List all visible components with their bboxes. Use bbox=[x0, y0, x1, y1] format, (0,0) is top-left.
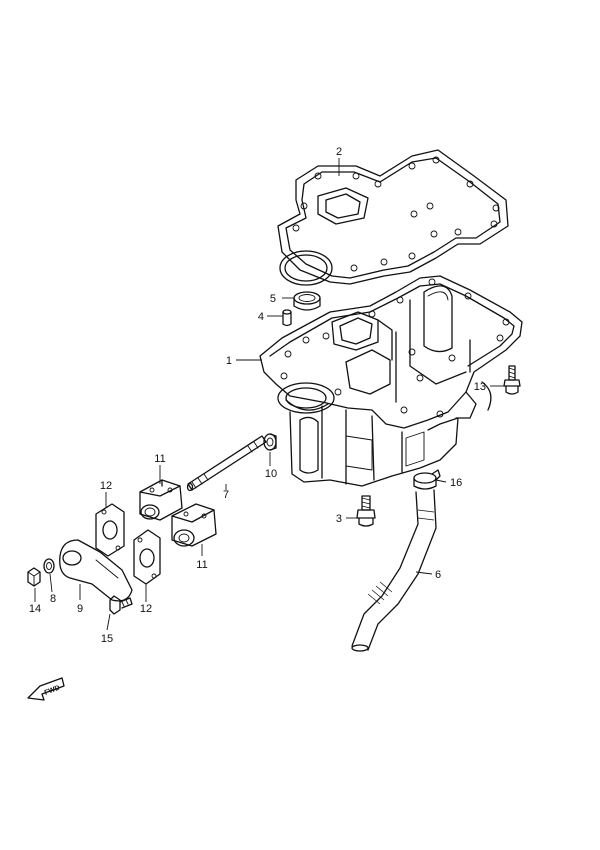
callout-4: 4 bbox=[258, 311, 264, 323]
gasket-plate-upper-part bbox=[95, 503, 125, 557]
callout-13: 15 bbox=[101, 633, 113, 645]
gasket-part bbox=[277, 149, 509, 286]
seal-ring-part bbox=[293, 291, 321, 311]
bolt-13-part bbox=[109, 595, 133, 615]
long-stud-part bbox=[186, 435, 267, 492]
callout-12-upper: 12 bbox=[100, 480, 112, 492]
bolt-3-part bbox=[356, 495, 376, 527]
callout-11-lower: 11 bbox=[196, 559, 207, 571]
callout-8: 8 bbox=[50, 593, 56, 605]
dowel-pin-part bbox=[282, 309, 292, 327]
callout-2: 2 bbox=[336, 146, 342, 158]
callout-3: 3 bbox=[336, 513, 342, 525]
small-washer-part bbox=[43, 558, 55, 574]
callout-1: 1 bbox=[226, 355, 232, 367]
callout-10: 10 bbox=[265, 468, 277, 480]
connector-block-lower-part bbox=[171, 503, 217, 547]
leader-lines bbox=[34, 158, 506, 631]
callout-labels: 2 5 4 1 13 16 6 3 10 7 11 11 12 12 9 8 1… bbox=[29, 146, 486, 645]
housing-body-part bbox=[259, 275, 523, 487]
hose-part bbox=[351, 489, 437, 652]
callout-15: 13 bbox=[474, 381, 486, 393]
callout-12-lower: 12 bbox=[140, 603, 152, 615]
callout-11-upper: 11 bbox=[154, 453, 165, 465]
bolt-15-part bbox=[503, 365, 521, 395]
connector-block-upper-part bbox=[139, 479, 183, 521]
callout-14: 14 bbox=[29, 603, 41, 615]
forward-arrow-icon: FWD bbox=[27, 677, 65, 701]
callout-9: 9 bbox=[77, 603, 83, 615]
clamp-part bbox=[413, 469, 441, 490]
gasket-plate-lower-part bbox=[133, 529, 161, 585]
callout-5: 5 bbox=[270, 293, 276, 305]
washer-part bbox=[263, 433, 277, 451]
nut-part bbox=[27, 567, 41, 587]
callout-16: 16 bbox=[450, 477, 462, 489]
callout-7: 7 bbox=[223, 489, 229, 501]
callout-6: 6 bbox=[435, 569, 441, 581]
elbow-pipe-part bbox=[59, 539, 133, 602]
